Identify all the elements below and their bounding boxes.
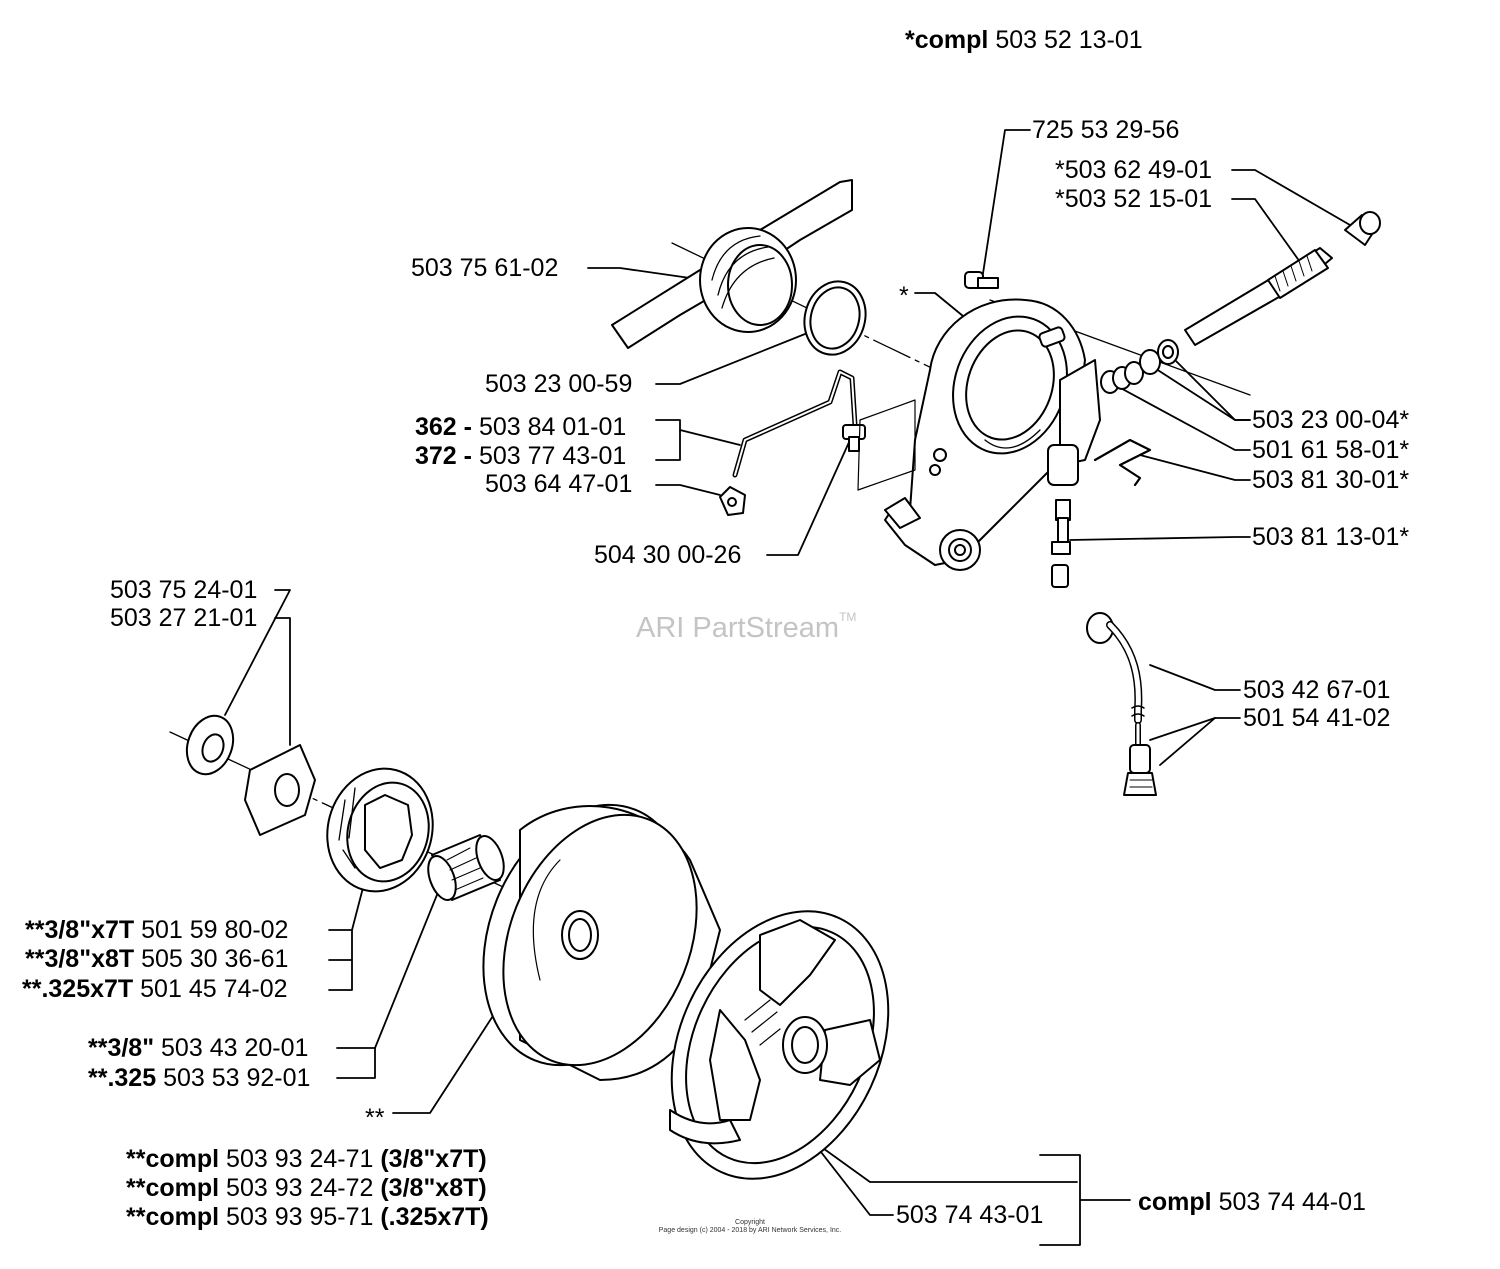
label-prefix: 362 - xyxy=(415,413,472,441)
part-number: 503 93 95-71 xyxy=(226,1203,374,1231)
pump-cap-part xyxy=(1344,211,1381,246)
label-bearing-325: **.325 503 53 92-01 xyxy=(88,1066,310,1091)
label-sprocket-3-8-x7t: **3/8"x7T 501 59 80-02 xyxy=(25,918,288,943)
part-number: 501 45 74-02 xyxy=(140,975,288,1003)
label-725-53-29-56: 725 53 29-56 xyxy=(1032,116,1180,144)
label-prefix: **compl xyxy=(126,1203,220,1231)
watermark: ARI PartStreamTM xyxy=(636,610,857,645)
label-sprocket-325-x7t: **.325x7T 501 45 74-02 xyxy=(22,977,288,1002)
label-top-compl: *compl 503 52 13-01 xyxy=(905,28,1143,53)
bolt-part xyxy=(964,271,999,289)
label-503-81-30-01: 503 81 30-01* xyxy=(1252,466,1410,494)
label-503-64-47-01: 503 64 47-01 xyxy=(485,470,633,498)
label-503-75-61-02: 503 75 61-02 xyxy=(411,254,559,282)
label-drum-compl-2: **compl 503 93 24-72 (3/8"x8T) xyxy=(126,1176,487,1201)
washer-plate-part xyxy=(244,744,316,836)
needle-bearing-part xyxy=(427,834,505,901)
label-suffix: (.325x7T) xyxy=(380,1203,489,1231)
label-503-52-15-01: *503 52 15-01 xyxy=(1055,185,1213,213)
o-ring-part xyxy=(803,280,867,356)
label-503-42-67-01: 503 42 67-01 xyxy=(1243,676,1391,704)
label-503-23-00-59: 503 23 00-59 xyxy=(485,370,633,398)
part-number: 503 74 44-01 xyxy=(1218,1188,1366,1216)
watermark-text: ARI PartStream xyxy=(636,612,840,644)
clutch-part xyxy=(669,910,890,1180)
label-501-61-58-01: 501 61 58-01* xyxy=(1252,436,1410,464)
label-503-81-13-01: 503 81 13-01* xyxy=(1252,523,1410,551)
part-number: 503 53 92-01 xyxy=(163,1064,311,1092)
oil-pipe-part xyxy=(732,369,866,478)
clutch-drum-part xyxy=(482,803,721,1081)
label-503-62-49-01: *503 62 49-01 xyxy=(1055,156,1213,184)
copyright-line-1: Copyright xyxy=(735,1219,765,1226)
label-bearing-3-8: **3/8" 503 43 20-01 xyxy=(88,1036,308,1061)
label-503-75-24-01: 503 75 24-01 xyxy=(110,576,258,604)
label-prefix: **compl xyxy=(126,1174,220,1202)
label-prefix: **3/8"x7T xyxy=(25,916,135,944)
copyright-notice: Copyright Page design (c) 2004 - 2018 by… xyxy=(650,1219,850,1235)
lock-washer-part xyxy=(185,714,235,776)
label-star: * xyxy=(899,282,909,310)
pump-shaft-part xyxy=(1184,247,1333,346)
label-503-74-43-01: 503 74 43-01 xyxy=(896,1201,1044,1229)
label-prefix: **.325x7T xyxy=(22,975,134,1003)
label-prefix: **.325 xyxy=(88,1064,157,1092)
tensioner-bar-part xyxy=(611,179,853,349)
clip-part xyxy=(1093,438,1152,487)
part-number: 501 59 80-02 xyxy=(141,916,289,944)
part-number: 503 77 43-01 xyxy=(478,442,627,470)
washer-small-part xyxy=(719,486,746,516)
trademark-mark: TM xyxy=(839,610,857,624)
label-372: 372 - 503 77 43-01 xyxy=(415,444,626,469)
oil-pump-housing xyxy=(857,298,1101,571)
oil-hose-part xyxy=(1086,612,1157,796)
label-prefix: **compl xyxy=(126,1145,220,1173)
part-number: 503 93 24-72 xyxy=(226,1174,374,1202)
label-prefix: **3/8"x8T xyxy=(25,945,135,973)
rim-sprocket-part xyxy=(326,767,434,893)
label-prefix: 372 - xyxy=(415,442,472,470)
label-clutch-compl: compl 503 74 44-01 xyxy=(1138,1190,1366,1215)
label-suffix: (3/8"x7T) xyxy=(380,1145,487,1173)
label-501-54-41-02: 501 54 41-02 xyxy=(1243,704,1391,732)
label-504-30-00-26: 504 30 00-26 xyxy=(594,541,742,569)
copyright-line-2: Page design (c) 2004 - 2018 by ARI Netwo… xyxy=(658,1227,842,1234)
label-prefix: compl xyxy=(1138,1188,1212,1216)
part-number: 503 84 01-01 xyxy=(478,413,627,441)
part-number: 505 30 36-61 xyxy=(141,945,289,973)
label-362: 362 - 503 84 01-01 xyxy=(415,415,626,440)
label-prefix: *compl xyxy=(905,26,989,54)
label-drum-compl-3: **compl 503 93 95-71 (.325x7T) xyxy=(126,1205,489,1230)
label-double-star: ** xyxy=(365,1104,385,1132)
part-number: 503 52 13-01 xyxy=(995,26,1143,54)
label-503-23-00-04: 503 23 00-04* xyxy=(1252,406,1410,434)
label-503-27-21-01: 503 27 21-01 xyxy=(110,604,258,632)
label-prefix: **3/8" xyxy=(88,1034,155,1062)
valve-spring-parts xyxy=(1100,339,1179,394)
label-drum-compl-1: **compl 503 93 24-71 (3/8"x7T) xyxy=(126,1147,487,1172)
label-suffix: (3/8"x8T) xyxy=(380,1174,487,1202)
part-number: 503 43 20-01 xyxy=(161,1034,309,1062)
adjust-screw-part xyxy=(1051,499,1071,588)
part-number: 503 93 24-71 xyxy=(226,1145,374,1173)
label-sprocket-3-8-x8t: **3/8"x8T 505 30 36-61 xyxy=(25,947,288,972)
